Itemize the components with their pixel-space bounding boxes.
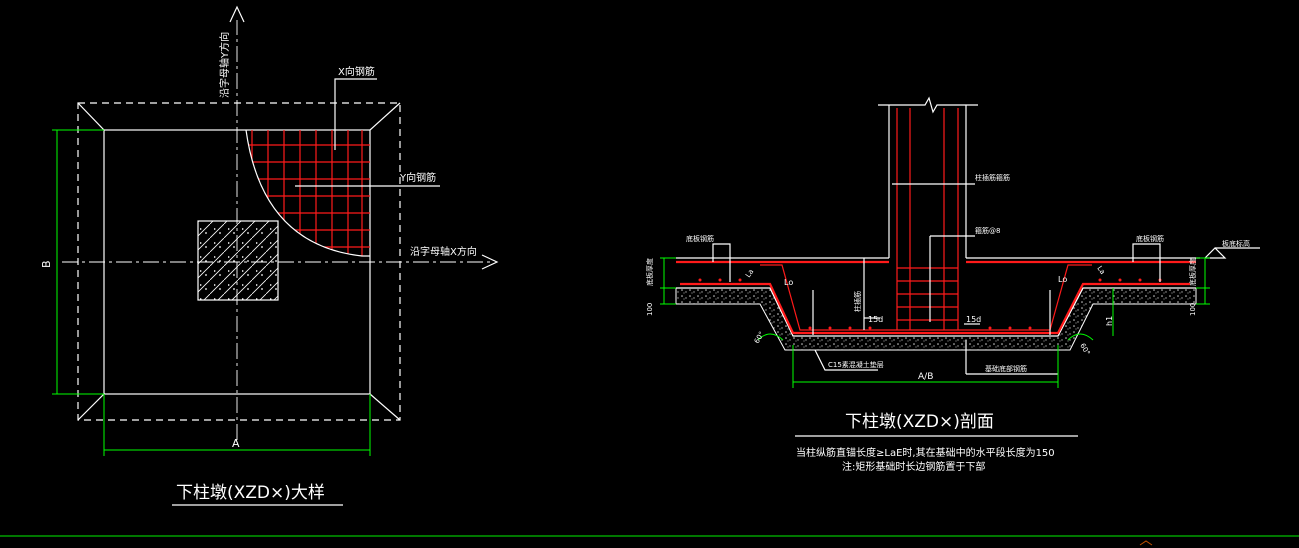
- label-lo-left: Lo: [784, 278, 793, 287]
- label-thickness-right: 底板厚度: [1188, 258, 1197, 286]
- right-top-bar-leader: [1132, 243, 1161, 282]
- rebar-dots: [698, 278, 1162, 330]
- plan-column-section: [197, 220, 279, 301]
- angle-arc-left: [757, 333, 784, 341]
- plan-corner-line: [77, 102, 105, 131]
- dimension-b-label: B: [40, 260, 53, 268]
- label-column-main: 柱插筋: [853, 291, 862, 312]
- label-cushion-thickness-right: 100: [1189, 303, 1197, 316]
- label-axis-y: 沿字母轴Y方向: [218, 32, 231, 98]
- label-cushion: C15素混凝土垫层: [828, 360, 884, 369]
- x-bar-leader: [334, 78, 377, 150]
- dimension-a-label: A: [232, 437, 240, 450]
- label-elevation: 板底标高: [1222, 239, 1250, 248]
- label-column-stirrup: 柱插筋箍筋: [975, 173, 1010, 182]
- left-top-bar-leader: [712, 243, 731, 282]
- dimension-ab-label: A/B: [918, 372, 933, 382]
- axis-x-arrow-icon: [481, 254, 499, 270]
- ucs-marker-icon: [1139, 540, 1153, 546]
- section-title: 下柱墩(XZD×)剖面: [845, 412, 994, 432]
- section-view: [660, 96, 1260, 437]
- label-axis-x: 沿字母轴X方向: [410, 245, 477, 258]
- label-stirrup-spacing: 箍筋@8: [975, 226, 1000, 235]
- label-15d-right: 15d: [966, 315, 981, 324]
- plan-title: 下柱墩(XZD×)大样: [176, 483, 325, 503]
- label-la-right: La: [1095, 265, 1106, 276]
- plan-outer-dashed-outline: [77, 102, 401, 421]
- plan-corner-line: [369, 102, 401, 131]
- plan-dimension-b: [52, 129, 104, 395]
- label-angle-right: 60°: [1078, 342, 1091, 357]
- label-angle-left: 60°: [753, 330, 766, 345]
- label-la-left: La: [744, 268, 755, 279]
- label-h1: h1: [1105, 316, 1114, 326]
- plan-corner-line: [77, 393, 105, 421]
- section-note-line2: 注:矩形基础时长边钢筋置于下部: [842, 460, 985, 473]
- label-bottom-bar: 基础底部钢筋: [985, 364, 1027, 373]
- axis-y-arrow-icon: [229, 5, 245, 23]
- column-break-line: [878, 96, 978, 114]
- label-lo-right: Lo: [1058, 275, 1067, 284]
- label-top-bar-left: 底板钢筋: [686, 234, 714, 243]
- label-top-bar-right: 底板钢筋: [1136, 234, 1164, 243]
- label-x-rebar: X向钢筋: [338, 65, 375, 78]
- plan-corner-line: [369, 393, 401, 421]
- plan-cut-boundary: [245, 129, 370, 257]
- angle-arc-right: [1067, 333, 1094, 341]
- label-y-rebar: Y向钢筋: [399, 171, 436, 184]
- cushion-leader: [814, 349, 878, 371]
- label-cushion-thickness-left: 100: [646, 303, 654, 316]
- plan-dimension-a: [103, 394, 371, 456]
- section-note-line1: 当柱纵筋直锚长度≥LaE时,其在基础中的水平段长度为150: [796, 446, 1055, 459]
- elevation-marker-icon: [1204, 247, 1227, 259]
- label-15d-left: 15d: [868, 315, 883, 324]
- label-thickness-left: 底板厚度: [645, 258, 654, 286]
